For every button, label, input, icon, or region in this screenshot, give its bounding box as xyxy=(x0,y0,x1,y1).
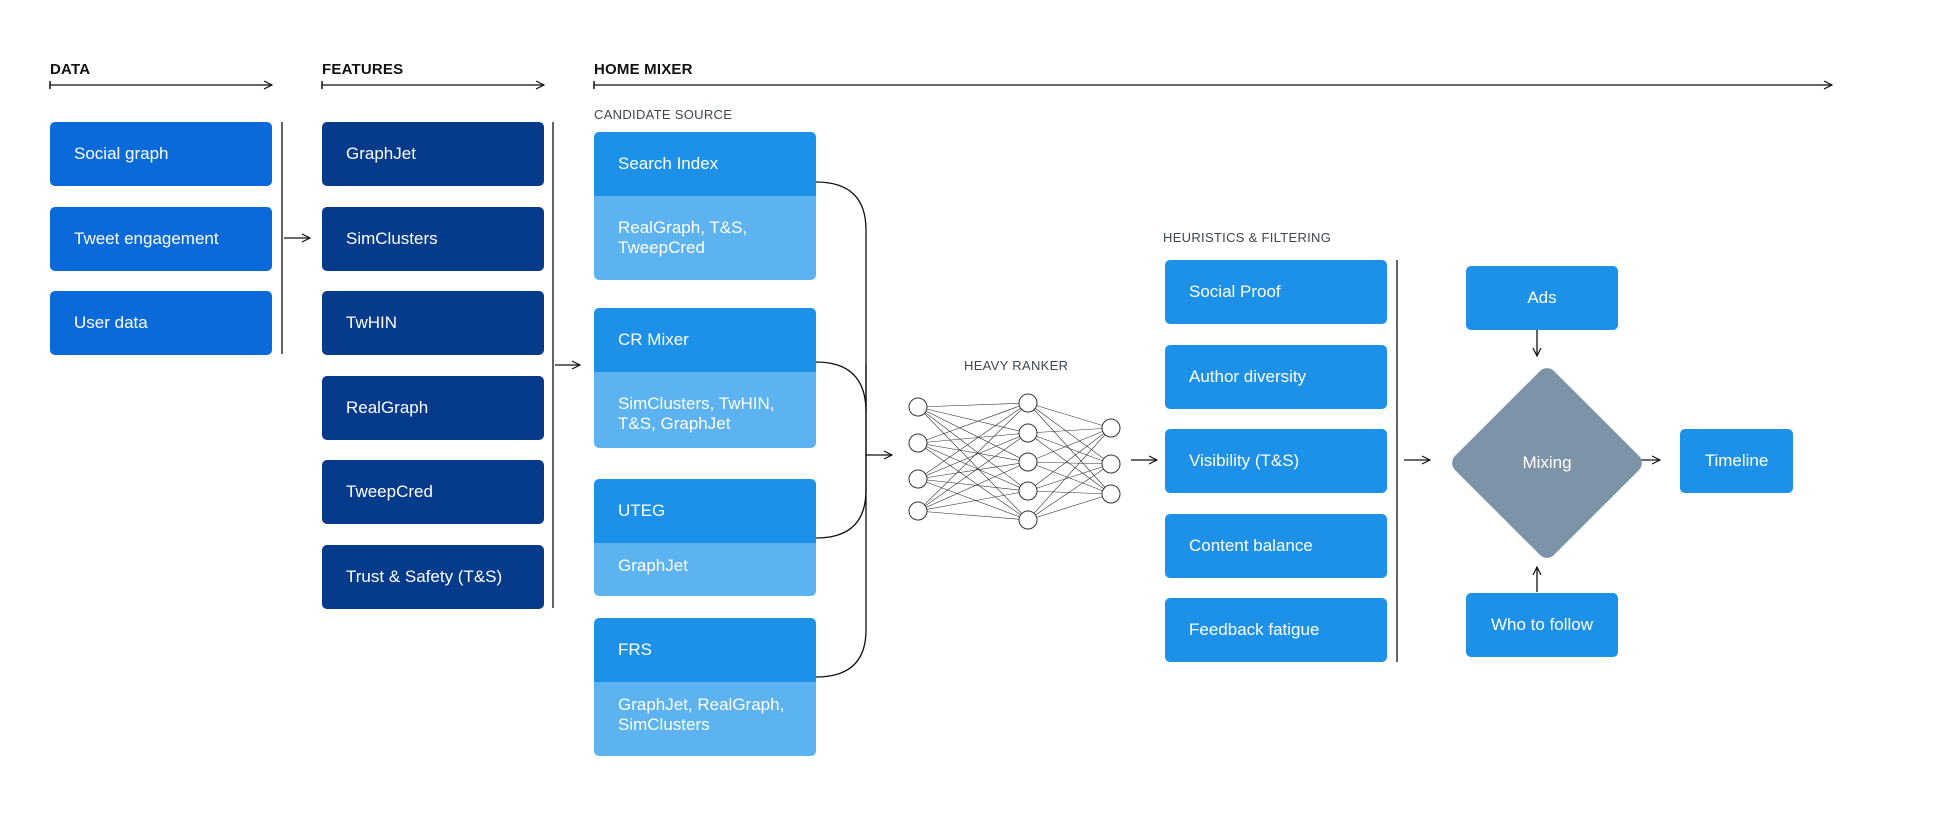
network-edge xyxy=(917,402,1029,512)
network-edge xyxy=(917,402,1029,480)
candidate-source-name: FRS xyxy=(594,618,816,682)
network-edge xyxy=(917,461,1029,480)
subsection-heavy-ranker: HEAVY RANKER xyxy=(964,358,1069,373)
data-item-social-graph: Social graph xyxy=(50,122,272,186)
network-node xyxy=(908,469,928,489)
candidate-source-name: UTEG xyxy=(594,479,816,543)
heuristic-social-proof: Social Proof xyxy=(1165,260,1387,324)
network-edge xyxy=(917,478,1029,492)
section-title-home-mixer: HOME MIXER xyxy=(594,61,693,78)
mixing-label: Mixing xyxy=(1522,453,1572,472)
network-edge xyxy=(1027,402,1112,465)
network-node xyxy=(908,501,928,521)
candidate-source-name: CR Mixer xyxy=(594,308,816,372)
network-edge xyxy=(1027,493,1112,521)
ads-box: Ads xyxy=(1466,266,1618,330)
network-edge xyxy=(1027,490,1112,495)
data-item-user-data: User data xyxy=(50,291,272,355)
network-edge xyxy=(917,442,1029,463)
network-edge xyxy=(917,402,1029,444)
timeline-box: Timeline xyxy=(1680,429,1793,493)
network-edge xyxy=(1027,461,1112,465)
network-edge xyxy=(917,490,1029,512)
network-edge xyxy=(1027,432,1112,465)
network-node xyxy=(908,397,928,417)
network-edge xyxy=(917,406,1029,492)
candidate-source-search-index: Search Index RealGraph, T&S, TweepCred xyxy=(594,132,816,280)
network-edge xyxy=(917,432,1029,480)
network-edge xyxy=(917,461,1029,512)
feature-item-realgraph: RealGraph xyxy=(322,376,544,440)
candidate-source-detail: SimClusters, TwHIN, T&S, GraphJet xyxy=(594,372,816,448)
candidate-source-detail: GraphJet, RealGraph, SimClusters xyxy=(594,682,816,756)
network-edge xyxy=(917,432,1029,512)
subsection-candidate-source: CANDIDATE SOURCE xyxy=(594,107,733,122)
network-edge xyxy=(1027,402,1112,429)
candidate-source-name: Search Index xyxy=(594,132,816,196)
network-node xyxy=(908,433,928,453)
feature-item-simclusters: SimClusters xyxy=(322,207,544,271)
network-edge xyxy=(1027,427,1112,492)
subsection-heuristics-filtering: HEURISTICS & FILTERING xyxy=(1163,230,1332,245)
heavy-ranker-network xyxy=(908,393,1121,530)
network-edge xyxy=(917,406,1029,463)
candidate-source-uteg: UTEG GraphJet xyxy=(594,479,816,596)
network-edge xyxy=(1027,427,1112,434)
feature-item-graphjet: GraphJet xyxy=(322,122,544,186)
heuristic-content-balance: Content balance xyxy=(1165,514,1387,578)
network-edge xyxy=(917,432,1029,444)
feature-item-tweepcred: TweepCred xyxy=(322,460,544,524)
network-edge xyxy=(1027,463,1112,492)
network-edge xyxy=(917,442,1029,492)
candidate-source-frs: FRS GraphJet, RealGraph, SimClusters xyxy=(594,618,816,756)
section-title-data: DATA xyxy=(50,61,91,78)
network-edge xyxy=(1027,461,1112,495)
candidate-source-cr-mixer: CR Mixer SimClusters, TwHIN, T&S, GraphJ… xyxy=(594,308,816,448)
network-node xyxy=(1101,454,1121,474)
heuristic-visibility: Visibility (T&S) xyxy=(1165,429,1387,493)
mixing-diamond: Mixing xyxy=(1448,364,1646,562)
network-edge xyxy=(917,406,1029,434)
network-node xyxy=(1018,393,1038,413)
heuristic-author-diversity: Author diversity xyxy=(1165,345,1387,409)
network-edge xyxy=(917,510,1029,521)
who-to-follow-box: Who to follow xyxy=(1466,593,1618,657)
network-edge xyxy=(1027,427,1112,521)
feature-item-trust-safety: Trust & Safety (T&S) xyxy=(322,545,544,609)
network-edge xyxy=(917,442,1029,521)
network-node xyxy=(1018,423,1038,443)
network-node xyxy=(1018,481,1038,501)
network-edge xyxy=(1027,463,1112,521)
data-item-tweet-engagement: Tweet engagement xyxy=(50,207,272,271)
network-node xyxy=(1101,484,1121,504)
section-title-features: FEATURES xyxy=(322,61,404,78)
network-edge xyxy=(917,478,1029,521)
network-edge xyxy=(1027,432,1112,495)
candidate-source-detail: GraphJet xyxy=(594,543,816,596)
feature-item-twhin: TwHIN xyxy=(322,291,544,355)
network-edge xyxy=(917,406,1029,521)
network-node xyxy=(1018,510,1038,530)
network-node xyxy=(1018,452,1038,472)
network-edge xyxy=(917,402,1029,408)
network-edge xyxy=(1027,427,1112,463)
candidate-source-detail: RealGraph, T&S, TweepCred xyxy=(594,196,816,280)
heuristic-feedback-fatigue: Feedback fatigue xyxy=(1165,598,1387,662)
network-node xyxy=(1101,418,1121,438)
